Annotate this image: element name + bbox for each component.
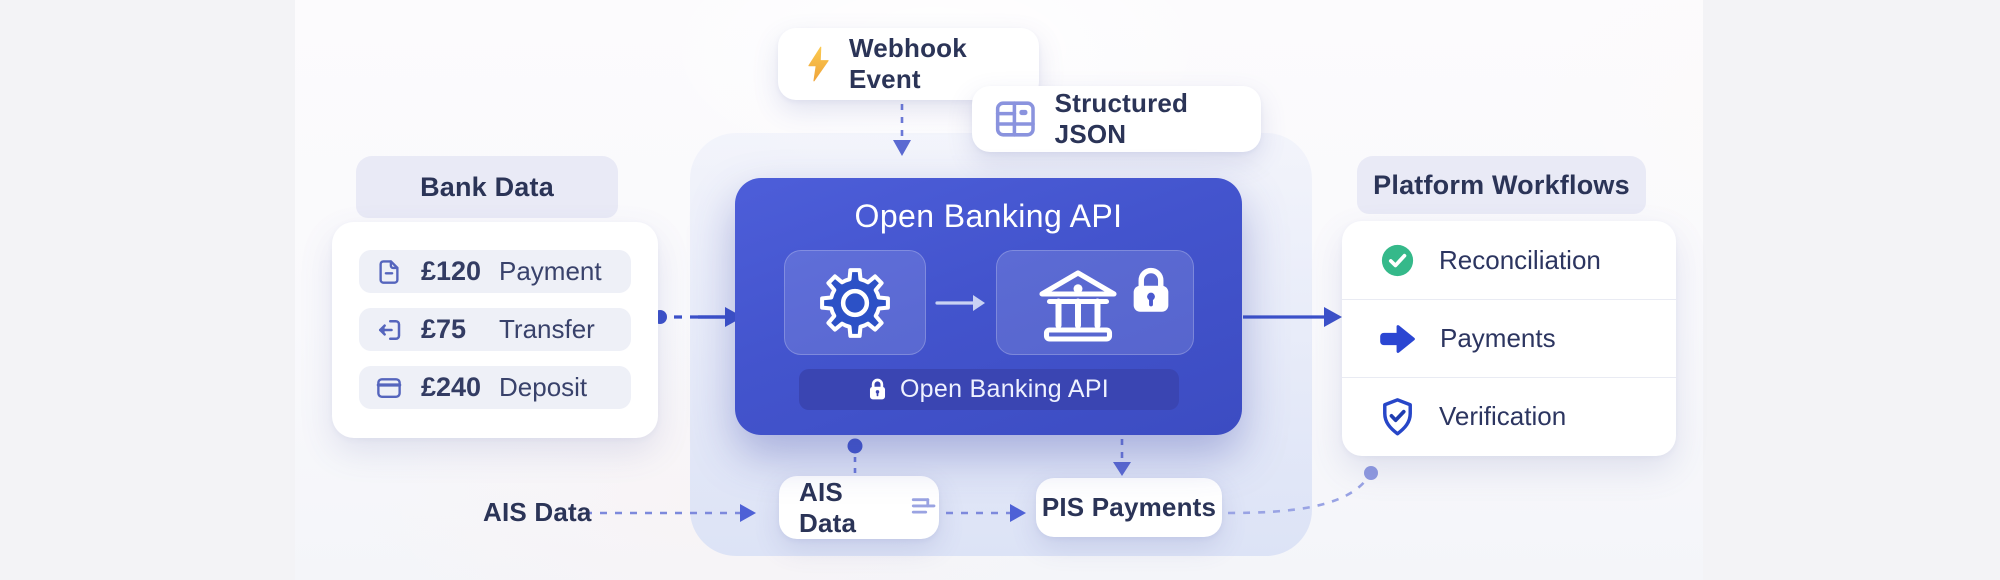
lightning-icon xyxy=(808,46,829,82)
data-lines-icon xyxy=(911,497,936,514)
bank-row-deposit: £240 Deposit xyxy=(359,366,631,409)
ais-data-chip: AIS Data xyxy=(779,476,939,539)
transaction-amount: £120 xyxy=(421,256,482,286)
pis-payments-chip: PIS Payments xyxy=(1036,478,1222,537)
credit-card-icon xyxy=(376,377,402,398)
table-icon xyxy=(995,101,1035,137)
workflow-label: Verification xyxy=(1439,401,1567,431)
pis-payments-chip-label: PIS Payments xyxy=(1041,492,1217,522)
api-box-title: Open Banking API xyxy=(854,198,1123,234)
workflow-row-reconciliation: Reconciliation xyxy=(1342,221,1676,299)
shield-check-icon xyxy=(1383,397,1412,435)
platform-workflows-card: Reconciliation Payments Verification xyxy=(1342,221,1676,456)
transaction-label: Transfer xyxy=(499,314,595,344)
workflow-row-verification: Verification xyxy=(1342,377,1676,455)
api-badge-label: Open Banking API xyxy=(899,375,1110,403)
webhook-event-label: Webhook Event xyxy=(848,33,967,94)
bank-data-header-label: Bank Data xyxy=(420,171,554,202)
transaction-amount: £240 xyxy=(421,372,482,402)
lock-icon xyxy=(869,378,885,400)
platform-workflows-header: Platform Workflows xyxy=(1357,156,1646,214)
bank-row-transfer: £75 Transfer xyxy=(359,308,631,351)
open-banking-api-box: Open Banking API xyxy=(735,178,1242,435)
tile-arrow-icon xyxy=(934,294,985,311)
transfer-arrow-icon xyxy=(379,319,401,340)
workflow-label: Reconciliation xyxy=(1439,244,1601,275)
bank-data-card: £120 Payment £75 Transfer £240 xyxy=(332,222,658,438)
api-badge: Open Banking API xyxy=(798,369,1179,410)
bank-row-payment: £120 Payment xyxy=(359,250,631,293)
check-circle-icon xyxy=(1381,244,1414,276)
bank-data-header: Bank Data xyxy=(356,156,618,218)
arrow-right-icon xyxy=(1380,324,1415,353)
bank-lock-tile xyxy=(995,250,1194,355)
gear-icon xyxy=(819,267,890,338)
api-tiles xyxy=(783,250,1194,355)
structured-json-chip: Structured JSON xyxy=(972,86,1261,152)
ais-data-source-label: AIS Data xyxy=(483,497,592,527)
document-minus-icon xyxy=(379,259,399,284)
webhook-event-chip: Webhook Event xyxy=(778,28,1039,100)
structured-json-label: Structured JSON xyxy=(1054,88,1189,149)
bank-icon xyxy=(1038,269,1117,342)
transaction-amount: £75 xyxy=(421,314,467,344)
workflow-row-payments: Payments xyxy=(1342,299,1676,377)
platform-workflows-header-label: Platform Workflows xyxy=(1373,169,1630,200)
transaction-label: Deposit xyxy=(499,372,588,402)
lock-icon xyxy=(1133,267,1168,312)
transaction-label: Payment xyxy=(499,256,602,286)
workflow-label: Payments xyxy=(1440,323,1556,353)
ais-data-chip-label: AIS Data xyxy=(799,476,857,538)
gear-tile xyxy=(783,250,926,355)
